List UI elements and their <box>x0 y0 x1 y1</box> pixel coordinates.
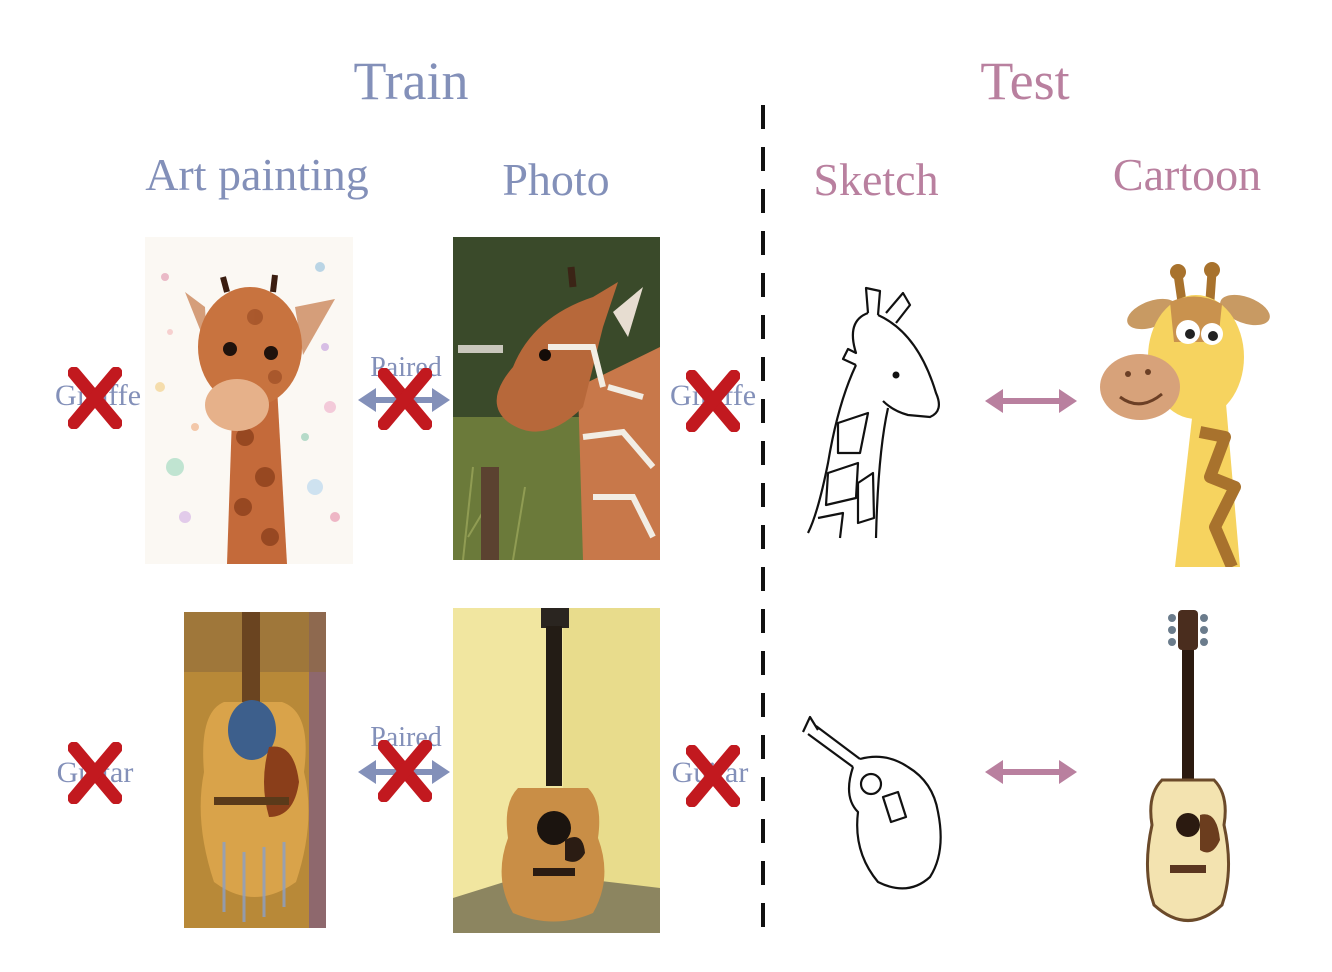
cartoon-giraffe-image <box>1100 262 1270 567</box>
train-section-title: Train <box>353 51 469 111</box>
cross-mark-icon <box>68 742 122 804</box>
cartoon-guitar-image <box>1146 610 1230 922</box>
sketch-giraffe-image <box>807 286 941 539</box>
art-painting-giraffe-image <box>145 237 353 564</box>
train-test-divider <box>761 105 765 940</box>
sketch-header: Sketch <box>813 154 939 205</box>
cross-mark-icon <box>68 367 122 429</box>
double-arrow-icon <box>985 760 1077 784</box>
photo-header: Photo <box>502 154 610 205</box>
sketch-guitar-image <box>802 715 942 890</box>
art-painting-guitar-image <box>184 612 326 928</box>
photo-guitar-image <box>453 608 660 933</box>
double-arrow-icon <box>985 389 1077 413</box>
cross-mark-icon <box>378 740 432 802</box>
art-painting-header: Art painting <box>145 149 369 200</box>
cross-mark-icon <box>686 370 740 432</box>
cross-mark-icon <box>686 745 740 807</box>
test-section-title: Test <box>980 51 1070 111</box>
photo-giraffe-image <box>453 237 660 560</box>
cross-mark-icon <box>378 368 432 430</box>
cartoon-header: Cartoon <box>1112 149 1262 200</box>
